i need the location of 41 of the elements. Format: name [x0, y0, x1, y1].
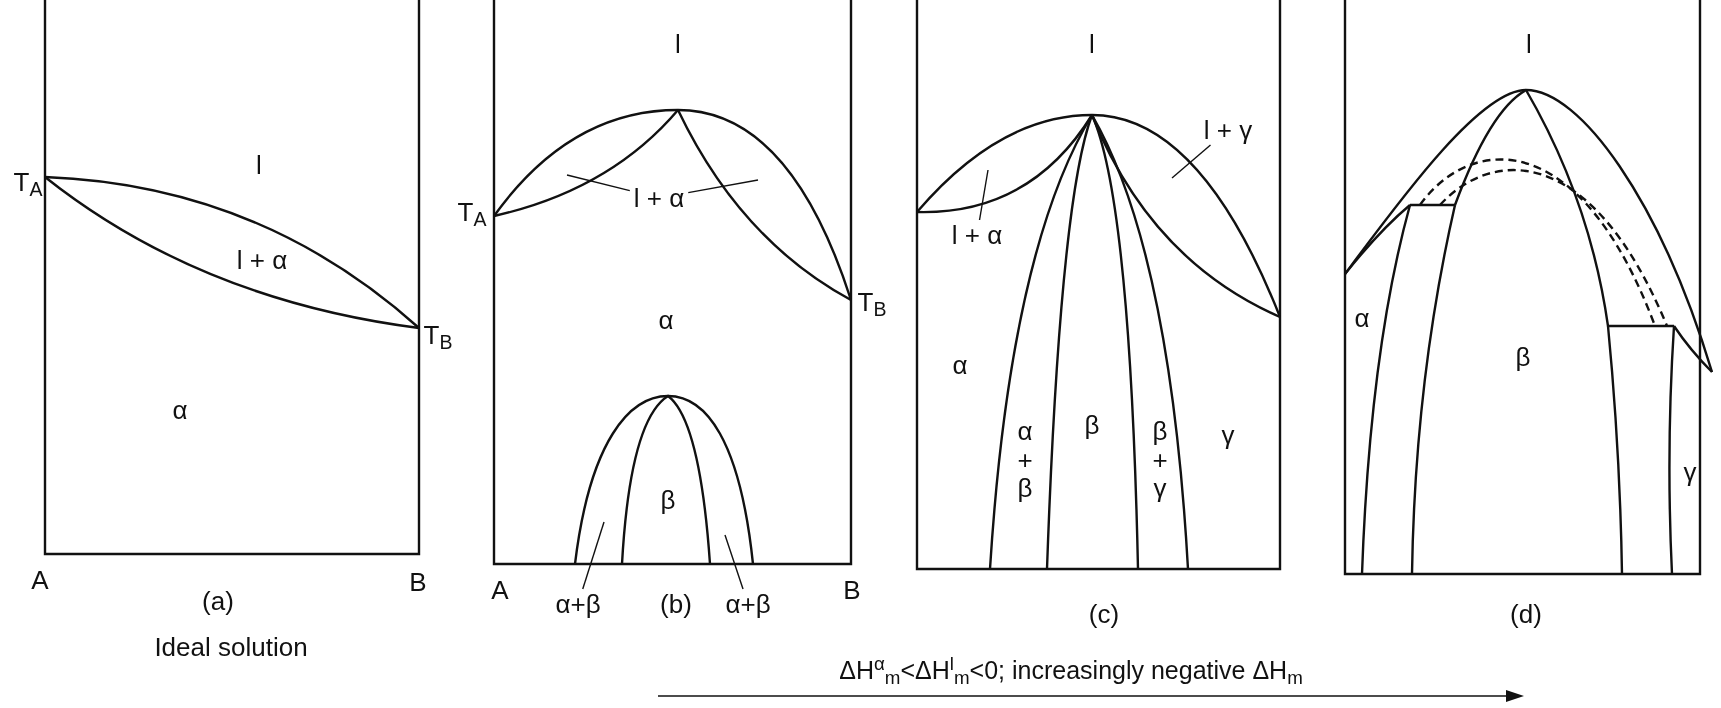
phase-label: l + α	[236, 247, 288, 273]
phase-label: α	[952, 352, 968, 378]
leader-line	[687, 179, 759, 194]
phase-label: l	[675, 31, 681, 57]
leader-label: l + α	[949, 222, 1005, 248]
leader-label: α+β	[723, 591, 773, 617]
leader-line	[566, 174, 631, 192]
phase-label: α + β	[1016, 417, 1034, 503]
phase-label: γ	[1683, 459, 1697, 485]
phase-label: (b)	[660, 591, 692, 617]
phase-label: A	[491, 577, 509, 603]
phase-label: B	[409, 569, 427, 595]
phase-label: T$_{B}$	[857, 289, 887, 315]
phase-label: T$_{B}$	[423, 322, 453, 348]
phase-label: ΔH$^{α}$$_{m}$<ΔH$^{l}$$_{m}$<0; increasingly negative ΔH$_{m}$	[839, 657, 1303, 683]
phase-label: (c)	[1088, 601, 1120, 627]
phase-label: α	[172, 397, 188, 423]
phase-label: β	[1084, 412, 1100, 438]
leader-label: α+β	[553, 591, 603, 617]
phase-label: l	[256, 152, 262, 178]
phase-label: l	[1526, 31, 1532, 57]
phase-label: Ideal solution	[154, 634, 308, 660]
leader-line	[582, 521, 605, 590]
phase-label: α	[658, 307, 674, 333]
phase-label: (a)	[202, 588, 234, 614]
leader-line	[1171, 144, 1212, 179]
phase-label: β + γ	[1151, 417, 1169, 503]
leader-label: l + α	[631, 185, 687, 211]
phase-label: T$_{A}$	[457, 199, 487, 225]
leader-line	[724, 534, 744, 590]
phase-label: A	[31, 567, 49, 593]
leader-label: l + γ	[1201, 117, 1255, 143]
phase-label: l	[1089, 31, 1095, 57]
phase-label: α	[1354, 305, 1370, 331]
phase-label: β	[1515, 344, 1531, 370]
leader-line	[978, 169, 989, 221]
phase-label: (d)	[1510, 601, 1542, 627]
phase-label: B	[843, 577, 861, 603]
phase-label: γ	[1221, 422, 1235, 448]
phase-label: T$_{A}$	[13, 169, 43, 195]
phase-label: β	[660, 487, 676, 513]
